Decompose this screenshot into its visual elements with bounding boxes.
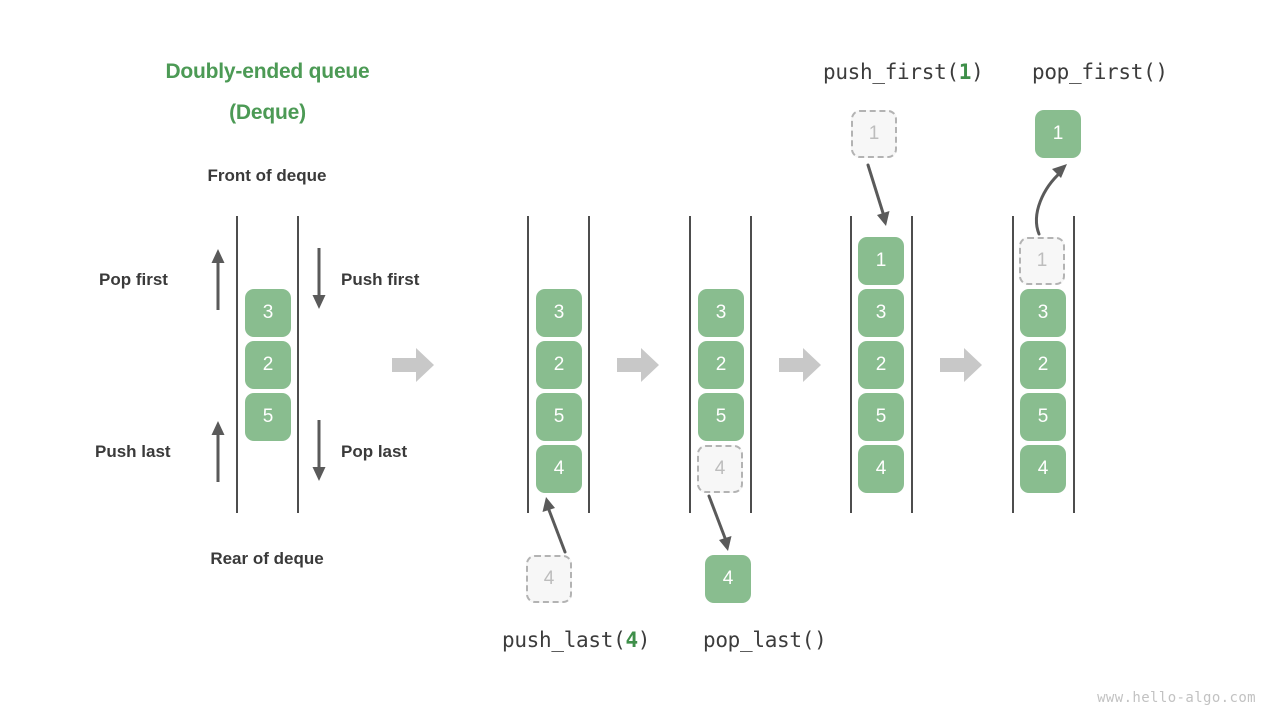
rail-left-panel1 xyxy=(236,216,238,513)
step-arrow-icon xyxy=(940,347,982,383)
rail-right-panel3 xyxy=(750,216,752,513)
deque-ghost-cell: 4 xyxy=(697,445,743,493)
deque-cell: 3 xyxy=(536,289,582,337)
pop-last-label: Pop last xyxy=(341,442,408,461)
deque-cell: 5 xyxy=(245,393,291,441)
rear-of-deque-label: Rear of deque xyxy=(210,549,324,568)
deque-cell: 5 xyxy=(698,393,744,441)
step-arrow-icon xyxy=(392,347,434,383)
deque-ghost-cell: 1 xyxy=(1019,237,1065,285)
rail-left-panel2 xyxy=(527,216,529,513)
rail-left-panel5 xyxy=(1012,216,1014,513)
pop-last-arrow-icon xyxy=(307,420,331,482)
page-title-line1: Doubly-ended queue xyxy=(165,60,370,83)
deque-cell: 2 xyxy=(698,341,744,389)
push-last-insert-arrow-icon xyxy=(540,494,574,556)
deque-cell: 5 xyxy=(858,393,904,441)
push-last-arrow-icon xyxy=(206,420,230,482)
front-of-deque-label: Front of deque xyxy=(207,166,327,185)
push-last-source-cell: 4 xyxy=(526,555,572,603)
pop-first-label: Pop first xyxy=(99,270,168,289)
push-first-insert-arrow-icon xyxy=(859,163,899,231)
deque-cell: 3 xyxy=(858,289,904,337)
deque-cell: 4 xyxy=(1020,445,1066,493)
deque-cell: 5 xyxy=(1020,393,1066,441)
pop-last-extract-arrow-icon xyxy=(700,494,734,556)
deque-cell: 3 xyxy=(245,289,291,337)
rail-left-panel4 xyxy=(850,216,852,513)
rail-right-panel1 xyxy=(297,216,299,513)
rail-right-panel2 xyxy=(588,216,590,513)
deque-cell: 2 xyxy=(1020,341,1066,389)
rail-left-panel3 xyxy=(689,216,691,513)
watermark: www.hello-algo.com xyxy=(1097,690,1256,706)
push-first-source-cell: 1 xyxy=(851,110,897,158)
deque-cell: 2 xyxy=(245,341,291,389)
deque-cell: 4 xyxy=(536,445,582,493)
deque-cell: 3 xyxy=(1020,289,1066,337)
pop-first-arrow-icon xyxy=(206,248,230,310)
push-last-operation-label: push_last(4) xyxy=(502,628,651,652)
pop-first-operation-label: pop_first() xyxy=(1032,60,1168,84)
pop-first-extract-arrow-icon xyxy=(1013,158,1073,236)
deque-cell: 2 xyxy=(536,341,582,389)
page-title-line2: (Deque) xyxy=(229,101,306,124)
rail-right-panel5 xyxy=(1073,216,1075,513)
step-arrow-icon xyxy=(779,347,821,383)
deque-cell: 4 xyxy=(858,445,904,493)
deque-cell: 5 xyxy=(536,393,582,441)
push-first-arrow-icon xyxy=(307,248,331,310)
pop-last-operation-label: pop_last() xyxy=(703,628,827,652)
push-last-label: Push last xyxy=(95,442,171,461)
push-first-operation-label: push_first(1) xyxy=(823,60,984,84)
pop-last-result-cell: 4 xyxy=(705,555,751,603)
deque-cell: 3 xyxy=(698,289,744,337)
pop-first-result-cell: 1 xyxy=(1035,110,1081,158)
step-arrow-icon xyxy=(617,347,659,383)
deque-cell: 1 xyxy=(858,237,904,285)
deque-cell: 2 xyxy=(858,341,904,389)
push-first-label: Push first xyxy=(341,270,420,289)
rail-right-panel4 xyxy=(911,216,913,513)
